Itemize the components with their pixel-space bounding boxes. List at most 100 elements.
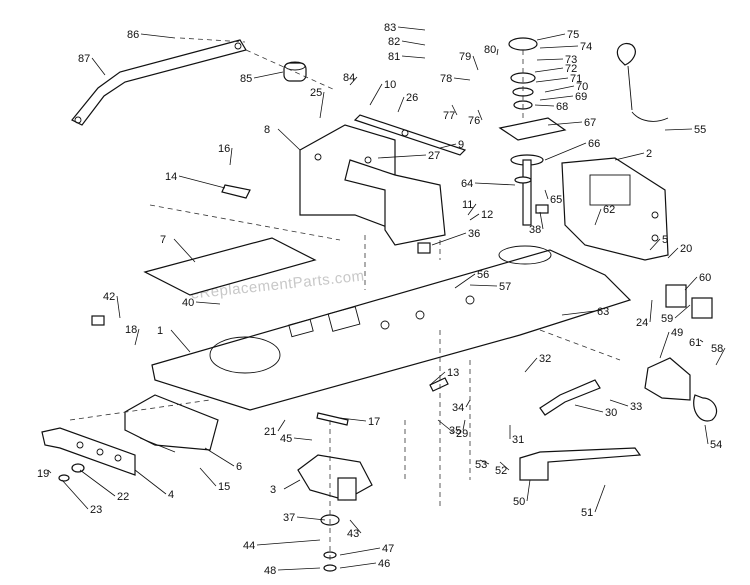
callout-number: 21 [264,426,276,438]
callout-72: 72 [534,63,577,75]
leader-line [472,55,479,71]
callout-number: 38 [529,224,541,236]
leader-line [462,419,466,431]
leader-line [536,33,566,41]
callout-labels: 1234567891011121314151617181920212223242… [37,22,726,577]
callout-35: 35 [449,419,466,437]
callout-number: 69 [575,91,587,103]
callout-33: 33 [609,399,642,413]
callout-number: 34 [452,402,464,414]
callout-31: 31 [509,425,524,446]
callout-56: 56 [454,269,489,289]
callout-67: 67 [547,117,596,129]
leader-line [539,45,579,49]
callout-number: 14 [165,171,177,183]
leader-line [173,238,196,263]
leader-line [437,419,455,434]
leader-line [479,459,490,465]
lever-30 [539,379,601,416]
leader-line [594,484,606,513]
hardware [58,204,549,572]
spindle-bracket-3 [297,454,373,501]
callout-number: 73 [565,54,577,66]
callout-46: 46 [339,558,390,570]
callout-80: 80 [484,44,499,56]
callout-45: 45 [280,433,313,445]
seat-bracket-8 [299,124,446,246]
callout-number: 78 [440,73,452,85]
callout-47: 47 [339,543,394,556]
callout-number: 44 [243,540,255,552]
leader-line [524,357,538,373]
leader-line [469,213,480,221]
callout-30: 30 [574,404,617,419]
leader-line [339,417,367,422]
leader-line [649,299,653,323]
callout-17: 17 [339,416,380,428]
leader-line [429,371,446,386]
draw-bar-50 [519,447,642,481]
callout-number: 23 [90,504,102,516]
leader-line [664,128,693,131]
callout-number: 79 [459,51,471,63]
callout-34: 34 [452,399,471,414]
callout-number: 32 [539,353,551,365]
callout-number: 82 [388,36,400,48]
leader-line [684,276,698,291]
callout-5: 5 [649,234,668,251]
callout-54: 54 [704,424,722,451]
callout-66: 66 [544,138,600,161]
callout-number: 11 [462,199,473,211]
callout-65: 65 [544,189,562,206]
callout-63: 63 [561,306,609,318]
callout-19: 19 [37,468,52,480]
front-bracket-4 [41,427,136,476]
leader-line [499,461,510,471]
leader-line [47,469,52,474]
callout-55: 55 [664,124,706,136]
callout-number: 18 [125,324,137,336]
callout-number: 12 [481,209,493,221]
callout-86: 86 [127,29,176,41]
callout-25: 25 [310,87,325,119]
callout-20: 20 [667,243,692,259]
callout-69: 69 [539,91,587,103]
leader-line [339,547,381,556]
callout-number: 77 [443,110,455,122]
leader-line [199,467,217,487]
casting-6 [124,394,219,453]
callout-number: 27 [428,150,440,162]
main-frame-1 [151,245,632,411]
callout-number: 29 [456,428,468,440]
callout-number: 19 [37,468,49,480]
leader-line [544,189,549,200]
leader-line [539,211,544,230]
leader-line [544,142,587,161]
leader-line [134,328,140,346]
callout-number: 64 [461,178,473,190]
callout-50: 50 [513,479,531,508]
leader-line [477,109,483,121]
leader-line [467,203,477,216]
callout-14: 14 [165,171,226,189]
callout-9: 9 [439,139,464,151]
callout-number: 25 [310,87,322,99]
leader-line [715,347,726,366]
leader-line [547,121,583,126]
callout-number: 26 [406,92,418,104]
leader-line [401,40,426,46]
callout-70: 70 [544,81,588,93]
callout-number: 10 [384,79,396,91]
callout-number: 31 [512,434,524,446]
callout-number: 58 [711,343,723,355]
callout-84: 84 [343,72,358,86]
leader-line [534,104,555,107]
callout-62: 62 [594,204,615,226]
leader-line [256,539,321,546]
callout-number: 22 [117,491,129,503]
callout-number: 70 [576,81,588,93]
callout-number: 62 [603,204,615,216]
callout-number: 55 [694,124,706,136]
leader-line [377,154,427,159]
